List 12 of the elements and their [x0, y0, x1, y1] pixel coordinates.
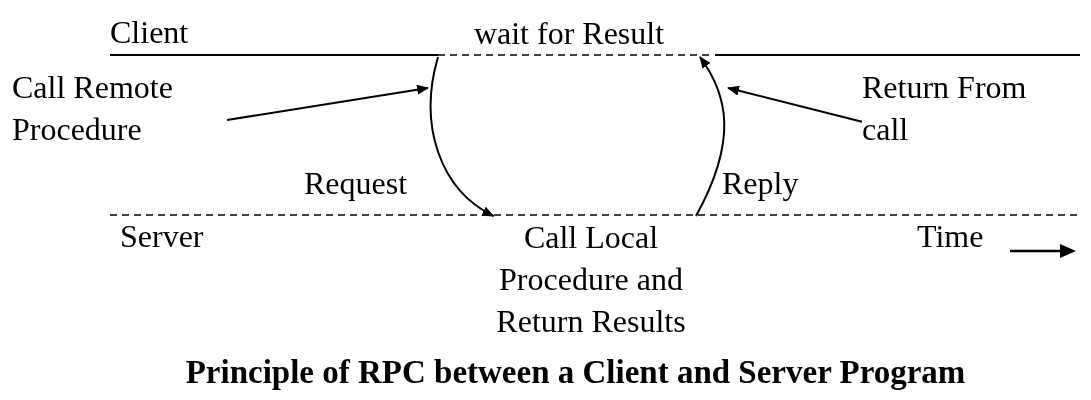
node-text: Call Local Procedure and Return Results	[495, 218, 687, 341]
arrow	[226, 84, 429, 121]
arrow	[727, 85, 863, 123]
arrow	[695, 56, 726, 217]
arrow	[429, 56, 495, 217]
caption: Principle of RPC between a Client and Server Program	[184, 353, 967, 392]
node-text: Return From call	[862, 68, 1028, 149]
lane-label: Client	[110, 13, 189, 52]
lane-label: Server	[120, 217, 204, 256]
lane-label: Time	[917, 217, 984, 256]
node-text: wait for Result	[472, 14, 666, 53]
node-text: Call Remote Procedure	[12, 68, 174, 149]
